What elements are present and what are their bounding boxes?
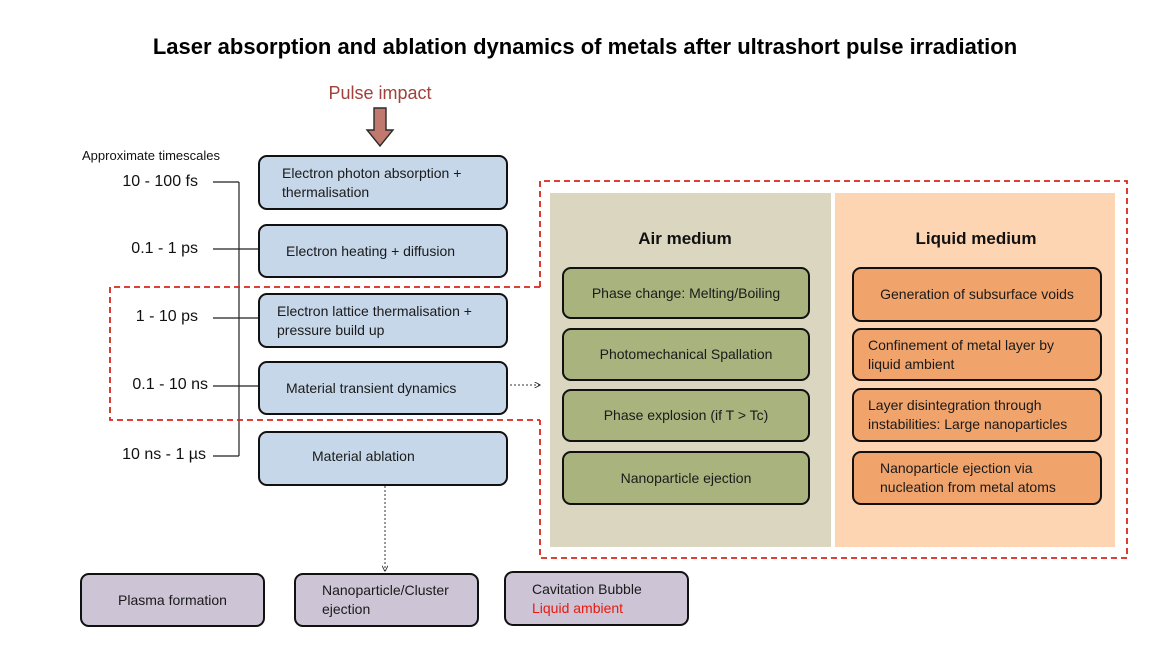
step-label: Material ablation (312, 448, 415, 464)
liquid-item: Confinement of metal layer by liquid amb… (852, 328, 1102, 381)
liquid-item-label: Generation of subsurface voids (880, 286, 1074, 303)
step-label: Electron photon absorption + thermalisat… (282, 164, 462, 200)
air-item-label: Nanoparticle ejection (620, 469, 752, 486)
air-item: Photomechanical Spallation (562, 328, 810, 381)
step-label: Electron heating + diffusion (286, 242, 456, 259)
liquid-item: Layer disintegration through instabiliti… (852, 388, 1102, 442)
step-material-ablation: Material ablation (258, 431, 508, 486)
step-material-transient-dynamics: Material transient dynamics (258, 361, 508, 415)
diagram-title: Laser absorption and ablation dynamics o… (152, 34, 1018, 59)
step-electron-photon-absorption: Electron photon absorption + thermalisat… (258, 155, 508, 210)
air-medium-title: Air medium (638, 229, 732, 248)
timescale-label: 10 ns - 1 µs (122, 446, 206, 463)
air-item: Phase explosion (if T > Tc) (562, 389, 810, 442)
outcome-label: Cavitation Bubble (532, 580, 642, 597)
timescales-header: Approximate timescales (82, 148, 220, 163)
liquid-medium-title: Liquid medium (915, 229, 1037, 248)
timescale-label: 0.1 - 10 ns (132, 376, 208, 393)
liquid-item-label: Layer disintegration through instabiliti… (868, 397, 1068, 432)
timescale-label: 0.1 - 1 ps (131, 240, 198, 257)
outcome-label: Nanoparticle/Cluster ejection (322, 582, 449, 617)
air-item-label: Photomechanical Spallation (599, 346, 773, 363)
step-electron-lattice-thermalisation: Electron lattice thermalisation + pressu… (258, 293, 508, 348)
pulse-impact-label: Pulse impact (328, 83, 432, 103)
air-item-label: Phase explosion (if T > Tc) (603, 407, 769, 424)
air-item-label: Phase change: Melting/Boiling (591, 284, 781, 301)
air-item: Nanoparticle ejection (562, 451, 810, 505)
timescale-bracket (213, 181, 258, 457)
outcome-nanoparticle-ejection: Nanoparticle/Cluster ejection (294, 573, 479, 627)
step-electron-heating: Electron heating + diffusion (258, 224, 508, 278)
liquid-item: Generation of subsurface voids (852, 267, 1102, 322)
outcome-cavitation-bubble: Cavitation Bubble Liquid ambient (504, 571, 689, 626)
pulse-arrow-icon (365, 107, 395, 148)
step-label: Material transient dynamics (286, 379, 457, 396)
liquid-item: Nanoparticle ejection via nucleation fro… (852, 451, 1102, 505)
outcome-plasma-formation: Plasma formation (80, 573, 265, 627)
air-item: Phase change: Melting/Boiling (562, 267, 810, 319)
step-label: Electron lattice thermalisation + pressu… (277, 302, 472, 338)
cavitation-note: Liquid ambient (532, 599, 624, 616)
outcome-label: Plasma formation (118, 591, 227, 608)
timescale-label: 10 - 100 fs (122, 173, 198, 190)
timescale-label: 1 - 10 ps (135, 308, 198, 325)
liquid-item-label: Confinement of metal layer by liquid amb… (868, 336, 1054, 372)
liquid-item-label: Nanoparticle ejection via nucleation fro… (880, 460, 1056, 495)
